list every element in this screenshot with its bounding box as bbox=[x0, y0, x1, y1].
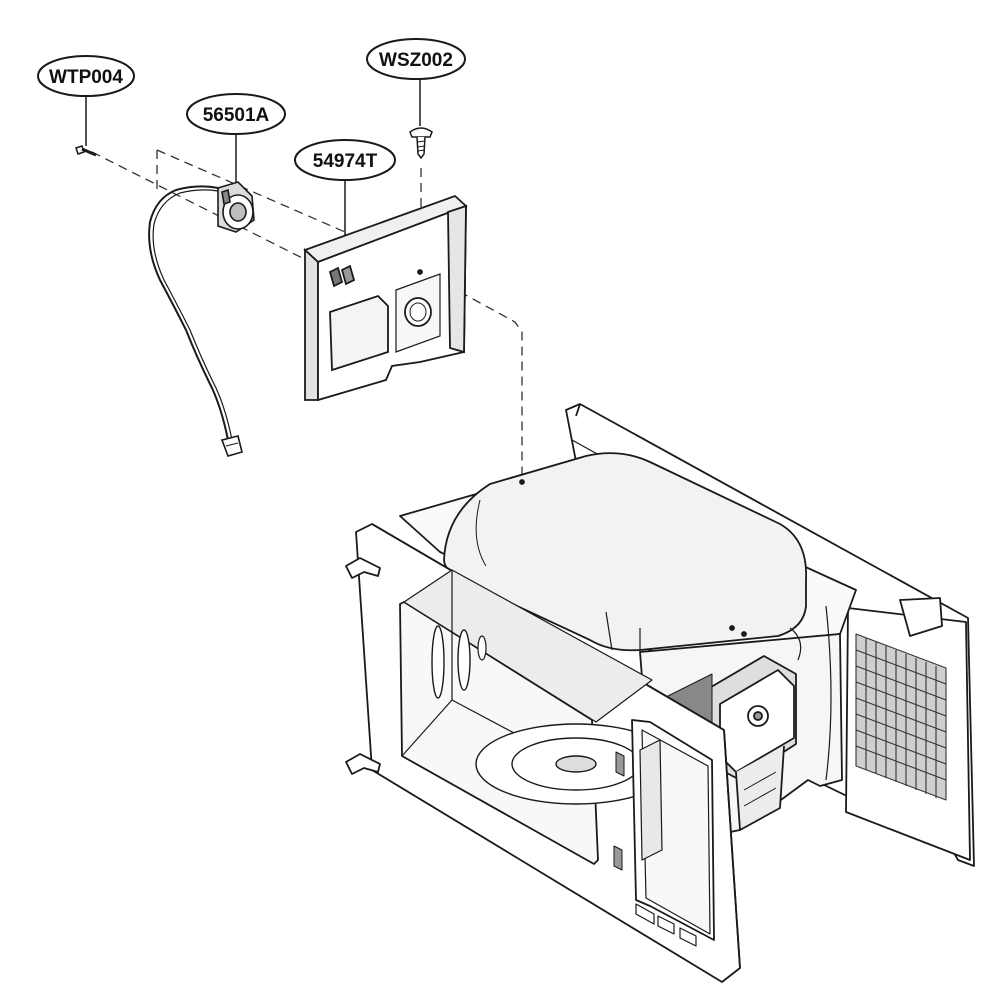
callout-wsz002[interactable]: WSZ002 bbox=[366, 38, 466, 126]
callout-54974t[interactable]: 54974T bbox=[294, 139, 396, 236]
callout-wtp004[interactable]: WTP004 bbox=[37, 55, 135, 146]
callout-56501a-label: 56501A bbox=[203, 105, 270, 126]
ventilation-grid bbox=[855, 633, 947, 801]
microwave-chassis bbox=[345, 269, 975, 983]
hinge-top bbox=[345, 557, 381, 579]
motor-assembly-56501a[interactable] bbox=[148, 181, 255, 457]
cover-plate-54974t[interactable] bbox=[303, 194, 468, 402]
screw-wsz002[interactable] bbox=[409, 127, 433, 160]
callout-wtp004-label: WTP004 bbox=[49, 67, 123, 88]
screw-wtp004[interactable] bbox=[75, 145, 97, 157]
callout-56501a[interactable]: 56501A bbox=[186, 93, 286, 190]
hinge-bottom bbox=[345, 753, 381, 775]
callout-54974t-label: 54974T bbox=[313, 151, 378, 172]
waveguide-dome bbox=[443, 452, 807, 652]
callout-wsz002-label: WSZ002 bbox=[379, 50, 453, 71]
